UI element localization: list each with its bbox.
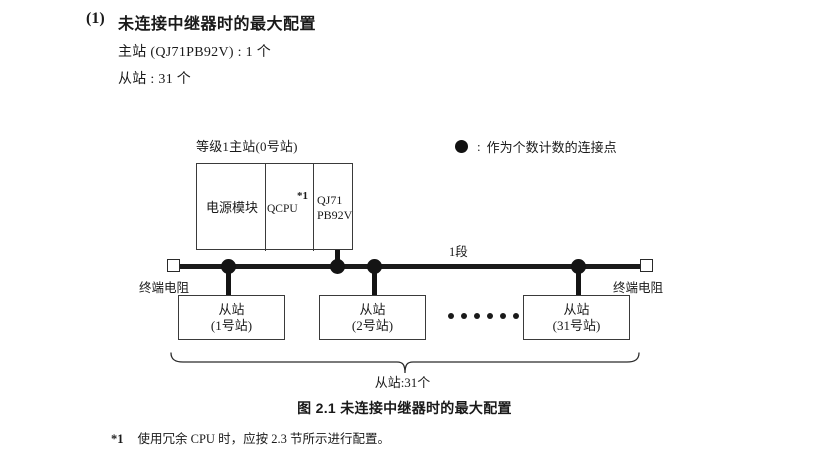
power-module-label: 电源模块 bbox=[205, 200, 258, 215]
legend-colon: : bbox=[477, 138, 481, 154]
slave-station-number: (1号站) bbox=[210, 317, 253, 333]
terminator-left-icon bbox=[167, 259, 180, 272]
connection-point-master-icon bbox=[330, 258, 345, 274]
heading-number: (1) bbox=[86, 10, 105, 27]
footnote-mark: *1 bbox=[111, 432, 124, 446]
ellipsis-dot-icon bbox=[474, 313, 480, 319]
network-module-line1: QJ71 bbox=[317, 193, 343, 207]
ellipsis-dot-icon bbox=[487, 313, 493, 319]
slave-name: 从站 bbox=[218, 301, 245, 317]
legend-label: 作为个数计数的连接点 bbox=[486, 140, 617, 155]
rack-divider-2 bbox=[313, 164, 314, 251]
network-module-label: QJ71 PB92V bbox=[317, 193, 355, 223]
figure-caption-wrap: 图 2.1 未连接中继器时的最大配置 bbox=[0, 398, 821, 418]
connection-point-slave31-icon bbox=[571, 258, 586, 274]
page-title: 未连接中继器时的最大配置 bbox=[118, 16, 317, 33]
slave-station-box: 从站 (2号站) bbox=[319, 295, 426, 340]
slave-name: 从站 bbox=[359, 301, 386, 317]
spec-slave-count: 从站 : 31 个 bbox=[118, 72, 192, 87]
ellipsis-dot-icon bbox=[448, 313, 454, 319]
slave-group-brace bbox=[170, 352, 640, 374]
ellipsis-dot-icon bbox=[500, 313, 506, 319]
terminator-right-label: 终端电阻 bbox=[613, 281, 664, 295]
terminator-left-label: 终端电阻 bbox=[139, 281, 190, 295]
rack-divider-1 bbox=[265, 164, 266, 251]
footnote-text: 使用冗余 CPU 时，应按 2.3 节所示进行配置。 bbox=[137, 432, 390, 446]
slave-total-label-wrap: 从站:31个 bbox=[0, 372, 821, 391]
slave-station-number: (31号站) bbox=[552, 317, 601, 333]
spec-master-count: 主站 (QJ71PB92V) : 1 个 bbox=[118, 45, 272, 60]
cpu-footnote-mark: *1 bbox=[297, 190, 308, 202]
slave-name: 从站 bbox=[563, 301, 590, 317]
network-module-line2: PB92V bbox=[317, 208, 353, 222]
cpu-module-label: QCPU bbox=[267, 203, 298, 215]
slave-station-box: 从站 (31号站) bbox=[523, 295, 630, 340]
filled-circle-icon bbox=[455, 140, 468, 153]
master-drop-line bbox=[335, 250, 340, 266]
slave-total-label: 从站:31个 bbox=[374, 375, 431, 390]
legend: : 作为个数计数的连接点 bbox=[455, 137, 617, 156]
connection-point-slave2-icon bbox=[367, 258, 382, 274]
ellipsis-dot-icon bbox=[461, 313, 467, 319]
terminator-right-icon bbox=[640, 259, 653, 272]
ellipsis-dots bbox=[448, 313, 519, 319]
bus-trunk-line bbox=[179, 263, 641, 269]
footnote: *1 使用冗余 CPU 时，应按 2.3 节所示进行配置。 bbox=[111, 428, 390, 447]
slave31-drop-line bbox=[576, 266, 581, 296]
slave-station-number: (2号站) bbox=[351, 317, 394, 333]
ellipsis-dot-icon bbox=[513, 313, 519, 319]
segment-label: 1段 bbox=[449, 245, 468, 259]
connection-point-slave1-icon bbox=[221, 258, 236, 274]
master-module-rack: 电源模块 QCPU *1 QJ71 PB92V bbox=[196, 163, 355, 251]
master-station-label: 等级1主站(0号站) bbox=[196, 139, 298, 154]
slave2-drop-line bbox=[372, 266, 377, 296]
figure-caption: 图 2.1 未连接中继器时的最大配置 bbox=[297, 400, 512, 416]
slave-station-box: 从站 (1号站) bbox=[178, 295, 285, 340]
slave1-drop-line bbox=[226, 266, 231, 296]
